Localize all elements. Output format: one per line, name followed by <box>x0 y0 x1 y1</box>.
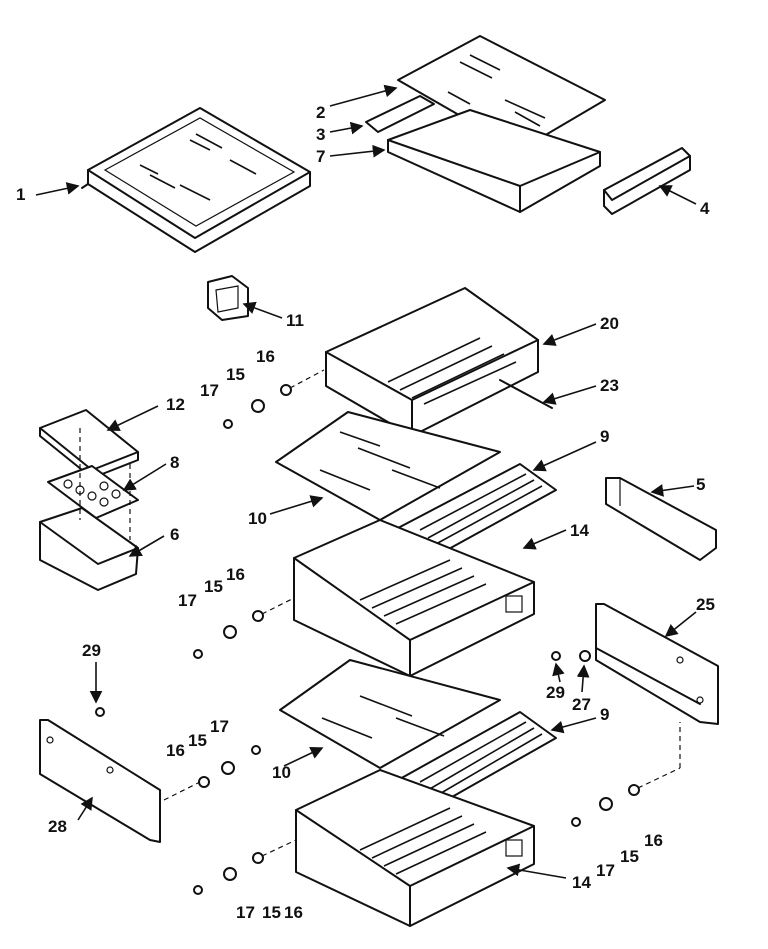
crisper-drawer-upper <box>293 519 535 677</box>
label-part-6: 6 <box>170 525 179 544</box>
label-part-16-e: 16 <box>644 831 663 850</box>
glass-shelf <box>81 107 311 253</box>
upper-shelf-assembly <box>365 35 691 215</box>
label-part-3: 3 <box>316 125 325 144</box>
leader-lines <box>35 84 697 879</box>
label-part-1: 1 <box>16 185 25 204</box>
label-part-17-e: 17 <box>596 861 615 880</box>
part-labels: 1 2 3 7 4 11 20 23 12 8 6 9 10 14 5 25 2… <box>16 103 715 922</box>
bracket-clip <box>207 275 249 321</box>
label-part-28: 28 <box>48 817 67 836</box>
label-part-16-d: 16 <box>284 903 303 922</box>
label-part-9-lower: 9 <box>600 705 609 724</box>
assembly-guides <box>79 369 681 857</box>
label-part-9-upper: 9 <box>600 427 609 446</box>
label-part-17-c: 17 <box>210 717 229 736</box>
left-support-bracket <box>39 707 161 843</box>
label-part-12: 12 <box>166 395 185 414</box>
label-part-15-c: 15 <box>188 731 207 750</box>
label-part-29-right: 29 <box>546 683 565 702</box>
label-part-27: 27 <box>572 695 591 714</box>
label-part-2: 2 <box>316 103 325 122</box>
crisper-cover-upper <box>275 411 501 521</box>
label-part-8: 8 <box>170 453 179 472</box>
label-part-15-b: 15 <box>204 577 223 596</box>
label-part-15-d: 15 <box>262 903 281 922</box>
label-part-10-upper: 10 <box>248 509 267 528</box>
label-part-25: 25 <box>696 595 715 614</box>
right-support-bracket <box>551 603 719 725</box>
dairy-bin-assembly <box>39 409 139 591</box>
side-rail-right <box>605 477 717 561</box>
crisper-cover-lower <box>279 659 501 769</box>
label-part-5: 5 <box>696 475 705 494</box>
label-part-15-a: 15 <box>226 365 245 384</box>
label-part-15-e: 15 <box>620 847 639 866</box>
label-part-11: 11 <box>286 311 304 330</box>
label-part-14-lower: 14 <box>572 873 591 892</box>
label-part-23: 23 <box>600 376 619 395</box>
label-part-10-lower: 10 <box>272 763 291 782</box>
label-part-16-b: 16 <box>226 565 245 584</box>
upper-drawer <box>325 287 553 437</box>
label-part-4: 4 <box>700 199 710 218</box>
label-part-16-a: 16 <box>256 347 275 366</box>
label-part-20: 20 <box>600 314 619 333</box>
label-part-16-c: 16 <box>166 741 185 760</box>
crisper-drawer-lower <box>295 769 535 927</box>
label-part-17-a: 17 <box>200 381 219 400</box>
label-part-7: 7 <box>316 147 325 166</box>
label-part-17-d: 17 <box>236 903 255 922</box>
label-part-29-left: 29 <box>82 641 101 660</box>
label-part-17-b: 17 <box>178 591 197 610</box>
label-part-14-upper: 14 <box>570 521 589 540</box>
